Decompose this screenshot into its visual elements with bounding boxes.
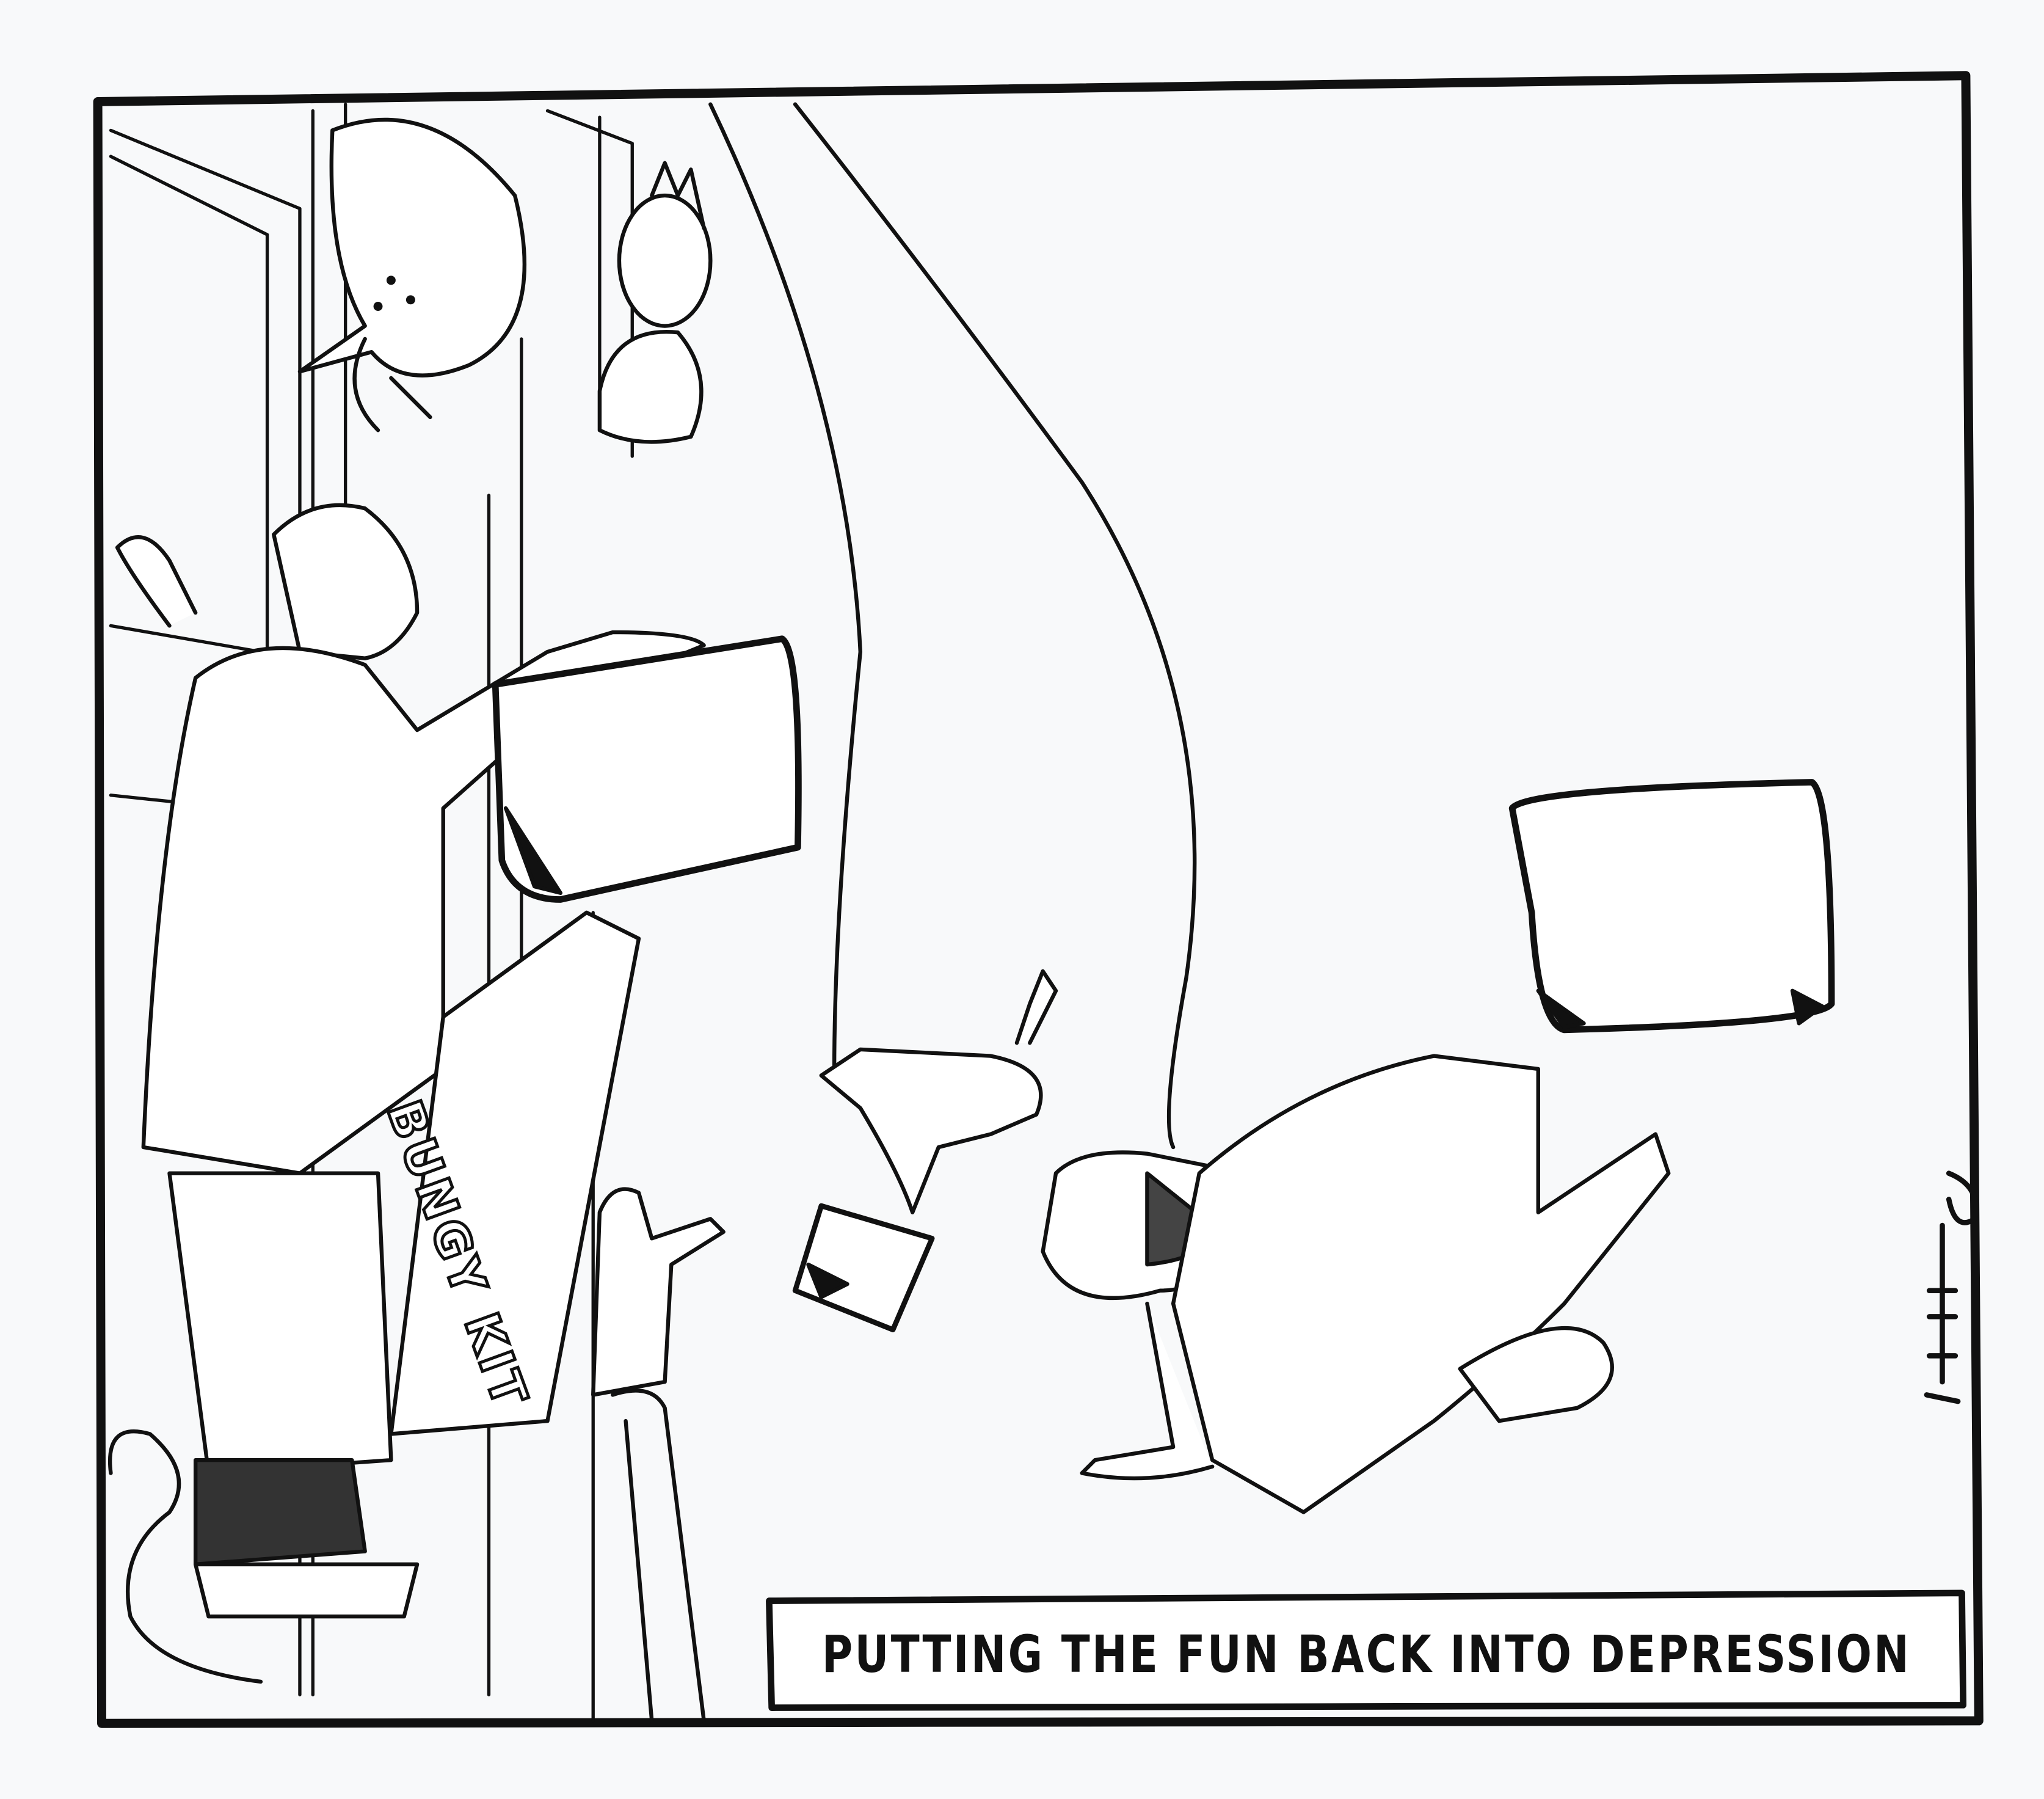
briefcase-left	[492, 635, 802, 903]
man-holding-briefcase	[115, 503, 706, 1619]
bungee-rope-2	[793, 102, 1197, 1150]
falling-figure-small	[819, 969, 1058, 1214]
bungy-kit-box	[389, 910, 641, 1436]
falling-figure-large	[1041, 1054, 1671, 1514]
bungee-rope-1	[708, 102, 863, 1071]
coiled-rope	[108, 1388, 706, 1723]
caption-text: PUTTING THE FUN BACK INTO DEPRESSION	[821, 1624, 1911, 1684]
mounted-walrus-head	[297, 117, 526, 432]
caption-box	[766, 1589, 1966, 1711]
mounted-bird-head	[597, 161, 713, 444]
briefcase-right	[1508, 779, 1835, 1034]
small-man	[591, 1187, 726, 1397]
artist-signature	[1924, 1170, 1979, 1404]
caption: PUTTING THE FUN BACK INTO DEPRESSION	[771, 1600, 1962, 1707]
briefcase-small	[792, 1203, 935, 1333]
panel-border	[93, 71, 1984, 1728]
